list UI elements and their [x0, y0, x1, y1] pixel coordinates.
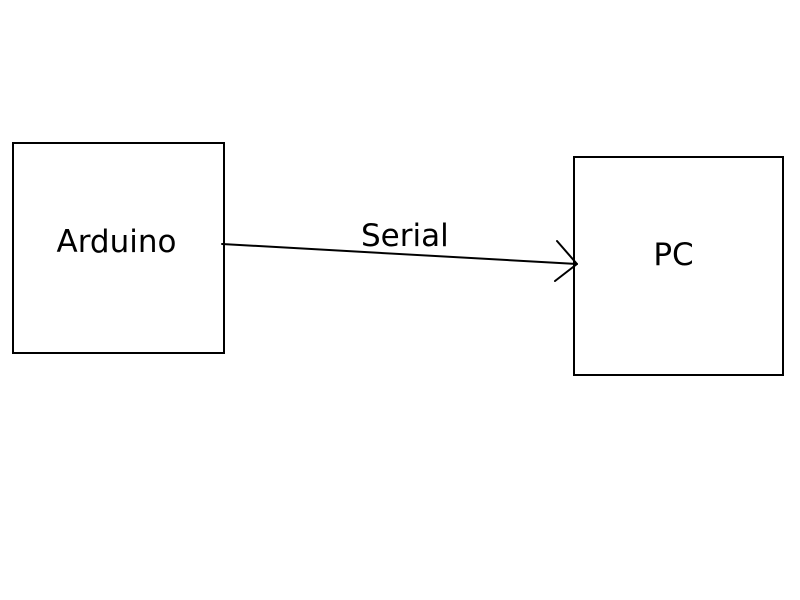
arduino-node-label: Arduino	[56, 223, 177, 260]
arduino-node-box: Arduino	[12, 142, 225, 354]
pc-node-label: PC	[653, 236, 694, 273]
serial-edge-label: Serial	[361, 218, 449, 254]
pc-node-box: PC	[573, 156, 784, 376]
